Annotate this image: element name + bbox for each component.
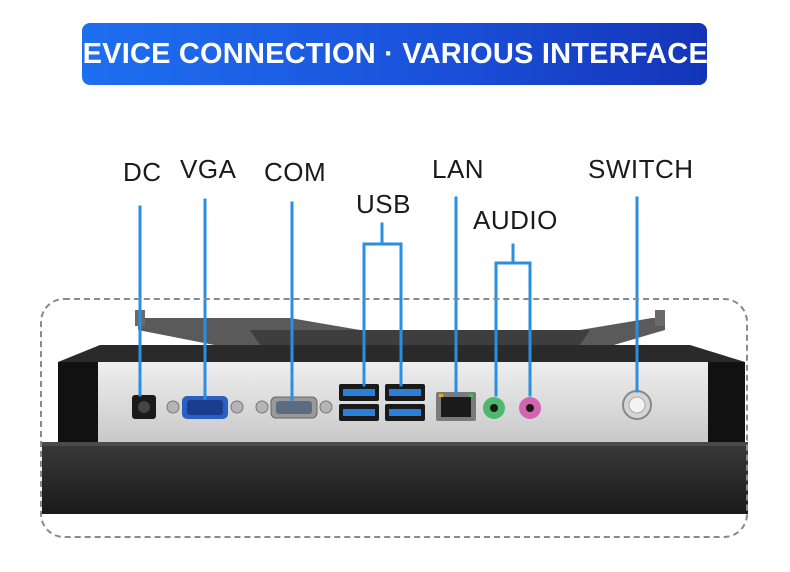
housing-left-side <box>58 362 100 442</box>
body-edge <box>42 442 748 446</box>
banner-title: DEVICE CONNECTION · VARIOUS INTERFACES <box>61 37 728 70</box>
usb-ports <box>339 384 425 421</box>
lan-port <box>436 392 476 421</box>
label-vga: VGA <box>180 154 237 184</box>
label-usb: USB <box>356 189 411 219</box>
housing-right-side <box>705 362 745 442</box>
header-banner: DEVICE CONNECTION · VARIOUS INTERFACES <box>61 23 727 85</box>
label-switch: SWITCH <box>588 154 694 184</box>
vga-port <box>166 396 244 419</box>
monitor-body <box>42 442 748 514</box>
com-port <box>255 396 333 419</box>
dc-port <box>132 395 156 419</box>
dashed-highlight-frame <box>40 298 748 538</box>
audio-jacks <box>483 397 541 419</box>
label-audio: AUDIO <box>473 205 558 235</box>
label-dc: DC <box>123 157 162 187</box>
power-switch <box>622 390 652 420</box>
callout-lines <box>138 196 639 402</box>
label-com: COM <box>264 157 327 187</box>
label-lan: LAN <box>432 154 485 184</box>
